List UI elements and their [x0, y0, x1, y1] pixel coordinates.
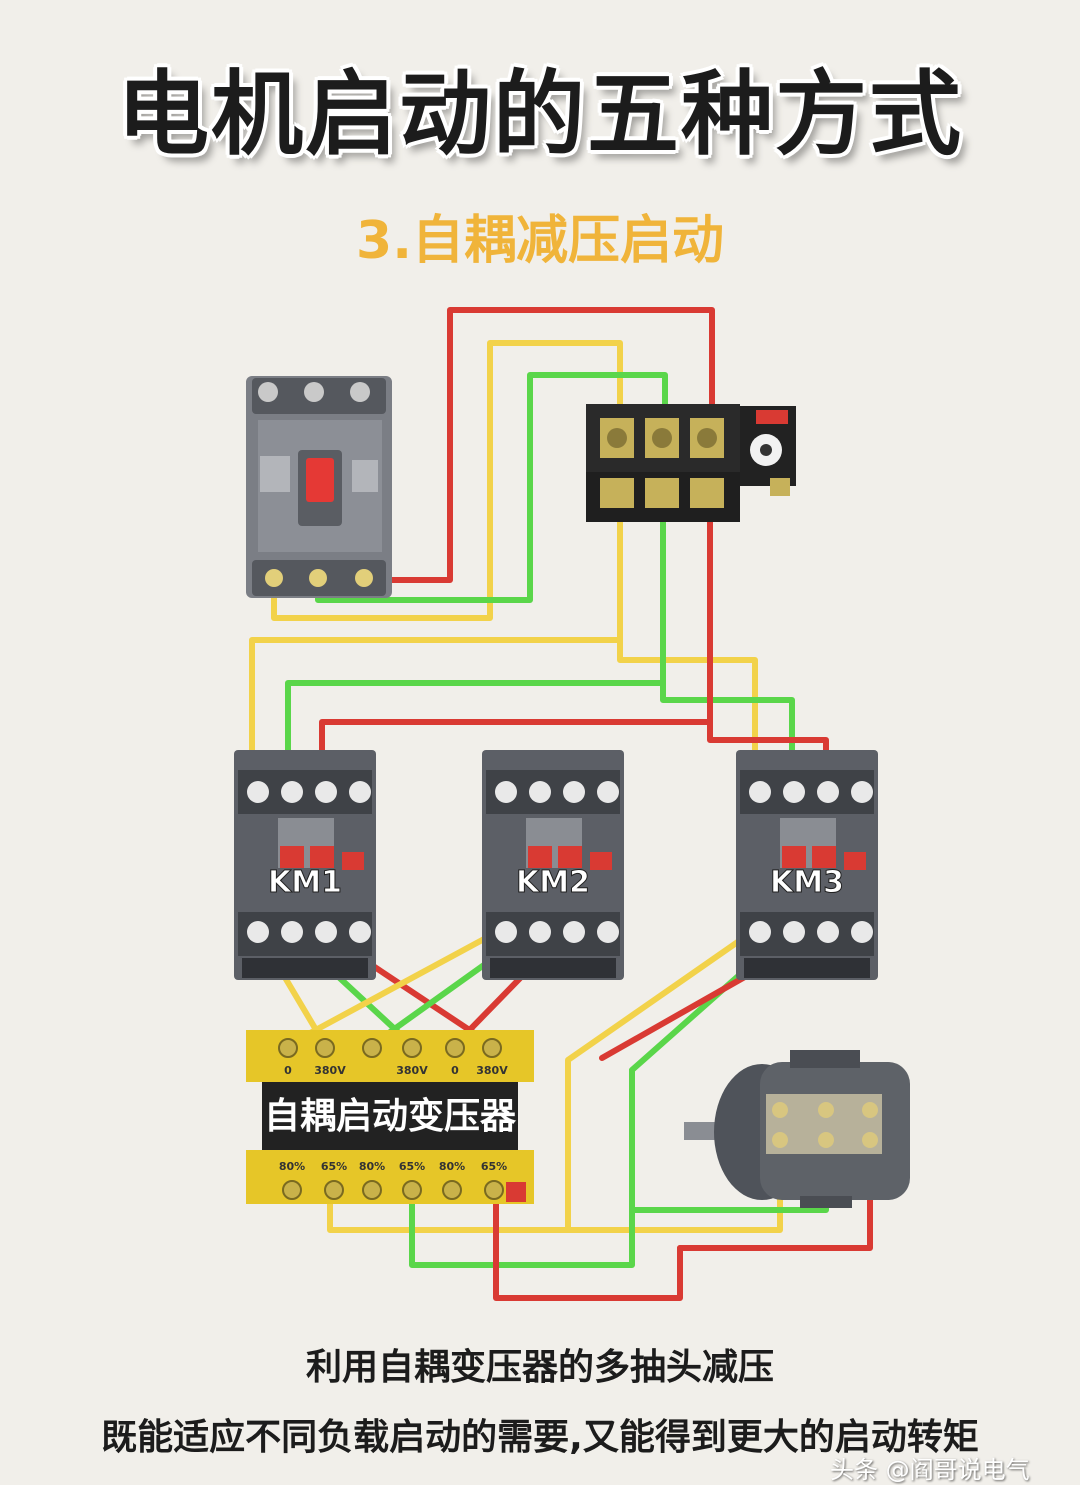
transformer-label: 自耦启动变压器: [264, 1095, 517, 1137]
contactor-label-km2: KM2: [516, 865, 590, 900]
transformer-bottom-tap-label: 80%: [359, 1160, 385, 1173]
transformer-bottom-terminal: [324, 1180, 344, 1200]
transformer-top-terminal: [482, 1038, 502, 1058]
wire-yellow-relay-to-contactors: [249, 492, 623, 793]
wire-green-relay-to-contactors: [285, 492, 666, 793]
transformer-top-terminal: [278, 1038, 298, 1058]
caption-line-2: 既能适应不同负载启动的需要,又能得到更大的启动转矩: [101, 1417, 979, 1458]
contactor-label-km3: KM3: [770, 865, 844, 900]
transformer-bottom-tap-label: 80%: [439, 1160, 465, 1173]
circuit-breaker: [246, 376, 392, 598]
transformer-top-tap-label: 380V: [476, 1064, 508, 1077]
page-subtitle: 3.自耦减压启动: [356, 211, 724, 271]
contactor-km2: KM2: [482, 750, 624, 980]
wire-red-breaker-to-relay: [369, 307, 715, 583]
wire-red-tap: [493, 1187, 683, 1301]
transformer-top-terminal: [362, 1038, 382, 1058]
transformer-top-tap-label: 380V: [314, 1064, 346, 1077]
transformer-top-terminal: [402, 1038, 422, 1058]
page-title: 电机启动的五种方式: [116, 61, 963, 168]
transformer-bottom-tap-label: 65%: [399, 1160, 425, 1173]
contactor-group: KM1 KM2 KM3: [234, 750, 878, 980]
transformer-bottom-tap-label: 80%: [279, 1160, 305, 1173]
transformer-top-terminal: [445, 1038, 465, 1058]
contactor-km3: KM3: [736, 750, 878, 980]
motor: [684, 1050, 910, 1208]
transformer-top-tap-label: 0: [284, 1064, 292, 1077]
transformer-bottom-terminal: [282, 1180, 302, 1200]
transformer-top-tap-label: 380V: [396, 1064, 428, 1077]
contactor-label-km1: KM1: [268, 865, 342, 900]
wire-green-tap: [409, 1187, 635, 1268]
watermark: 头条 @阎哥说电气: [830, 1456, 1030, 1484]
transformer-bottom-terminal: [484, 1180, 504, 1200]
wire-yellow-km2-to-transformer: [285, 929, 500, 1048]
transformer-bottom-terminal: [442, 1180, 462, 1200]
wire-green-relay-to-km3: [660, 680, 795, 793]
caption-line-1: 利用自耦变压器的多抽头减压: [305, 1347, 774, 1388]
transformer-bottom-tap-label: 65%: [321, 1160, 347, 1173]
wire-yellow-breaker-to-relay: [271, 340, 623, 621]
transformer-top-terminal: [315, 1038, 335, 1058]
contactor-km1: KM1: [234, 750, 376, 980]
transformer-top-tap-label: 0: [451, 1064, 459, 1077]
autotransformer: 0 380V 380V 0 380V 80% 65% 80% 65% 80% 65% 自耦启动变压…: [246, 1030, 534, 1204]
wire-yellow-relay-to-km3: [617, 637, 758, 793]
transformer-bottom-tap-label: 65%: [481, 1160, 507, 1173]
transformer-bottom-terminal: [402, 1180, 422, 1200]
transformer-bottom-terminal: [362, 1180, 382, 1200]
thermal-relay: [586, 404, 796, 522]
